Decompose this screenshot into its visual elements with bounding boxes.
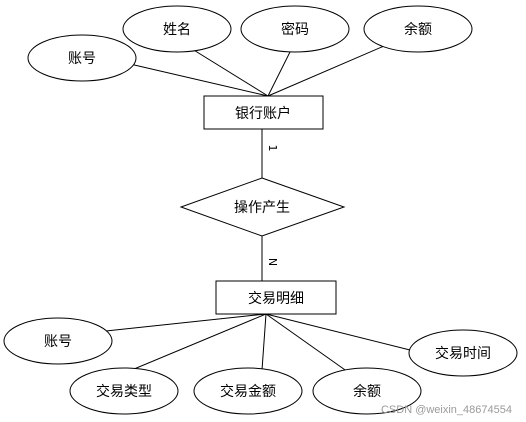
attr-oval-name	[122, 5, 232, 53]
attr-label-tx-acct-no: 账号	[44, 334, 72, 350]
line-name-account	[183, 43, 269, 97]
line-acctno-account	[129, 63, 269, 97]
attr-label-tx-time: 交易时间	[435, 345, 491, 362]
line-transaction-balance	[265, 313, 349, 373]
attr-oval-tx-acct-no	[3, 317, 113, 365]
attr-label-tx-type: 交易类型	[96, 383, 152, 400]
relationship-label: 操作产生	[234, 200, 290, 216]
attr-oval-tx-type	[69, 367, 179, 415]
attr-oval-tx-time	[408, 329, 518, 377]
account-attributes: 账号 姓名 密码 余额	[27, 5, 473, 82]
line-balance-account	[267, 45, 385, 97]
line-transaction-time	[265, 313, 411, 351]
attr-oval-balance	[363, 5, 473, 53]
attr-oval-tx-amount	[193, 367, 303, 415]
transaction-attributes: 账号 交易类型 交易金额 余额 交易时间	[3, 317, 518, 415]
line-password-account	[267, 43, 295, 97]
entity-label-transaction: 交易明细	[248, 290, 304, 307]
attr-oval-password	[240, 5, 350, 53]
attr-oval-tx-balance	[312, 367, 422, 415]
connector-lines	[105, 43, 411, 375]
entity-transaction: 交易明细	[215, 280, 337, 315]
attr-label-acct-no: 账号	[68, 51, 96, 67]
entity-label-account: 银行账户	[235, 105, 291, 122]
attr-label-name: 姓名	[163, 22, 191, 38]
attr-label-tx-amount: 交易金额	[220, 383, 276, 400]
relationship-diamond	[179, 177, 346, 237]
relationship-operate: 操作产生	[179, 177, 346, 237]
line-transaction-type	[121, 313, 267, 375]
entity-account: 银行账户	[203, 95, 324, 130]
attr-label-password: 密码	[281, 21, 309, 38]
attr-oval-acct-no	[27, 34, 137, 82]
cardinality-transaction-side: N	[266, 258, 279, 266]
watermark: CSDN @weixin_48674554	[380, 404, 512, 416]
attr-label-balance: 余额	[404, 21, 432, 38]
entity-box-transaction	[215, 280, 337, 315]
cardinality-account-side: 1	[266, 145, 279, 152]
line-transaction-amount	[261, 313, 267, 371]
attr-label-tx-balance: 余额	[353, 383, 381, 400]
entity-box-account	[203, 95, 324, 130]
line-transaction-acctno	[105, 313, 267, 332]
